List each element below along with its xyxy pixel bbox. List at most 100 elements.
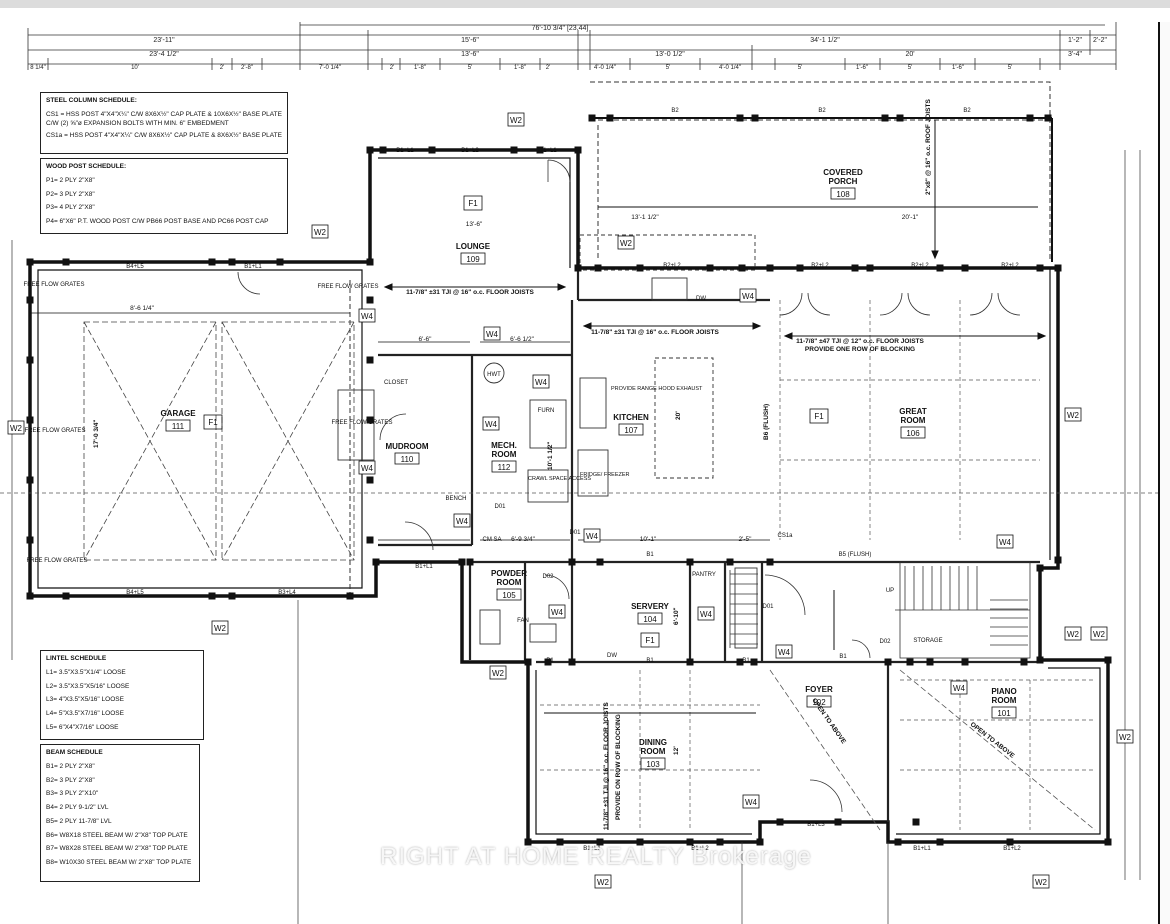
room-name: MUDROOM [385, 442, 428, 451]
wall-tag-w4-box [548, 604, 566, 619]
structural-post [1036, 264, 1044, 272]
cs1a-label: CS1a [777, 533, 793, 539]
structural-post [574, 146, 582, 154]
room-number-box [394, 452, 420, 465]
range-hood-note: PROVIDE RANGE HOOD EXHAUST [611, 386, 703, 392]
structural-post [766, 264, 774, 272]
structural-post [366, 416, 374, 424]
steel-column-schedule: STEEL COLUMN SCHEDULE: CS1 = HSS POST 4"… [40, 92, 288, 154]
beam-item: B4= 2 PLY 9-1/2" LVL [46, 804, 109, 812]
ffg-label-a: FREE FLOW GRATES [24, 282, 85, 288]
joist-note-lounge: 11-7/8" ±31 TJI @ 16" o.c. FLOOR JOISTS [406, 289, 534, 296]
wall-tag-w2: W2 [510, 116, 523, 125]
storage-label: STORAGE [913, 638, 942, 644]
dim-segment: 2'-8" [241, 65, 253, 71]
b6-flush-label: B6 (FLUSH) [763, 404, 770, 440]
f1-tag-great: F1 [814, 412, 824, 421]
porch-outline [349, 81, 1051, 600]
wall-tag-w2-box [7, 420, 25, 435]
room-number: 110 [401, 455, 414, 464]
dim-mid-a: 15'-6" [461, 37, 479, 44]
watermark: RIGHT AT HOME REALTY Brokerage [380, 843, 812, 870]
beam-b1-e: B1 [839, 654, 847, 660]
dim-segment: 5' [1008, 65, 1012, 71]
wall-tag-w2-box [617, 235, 635, 250]
dim-mid-b: 13'-6" [461, 51, 479, 58]
dim-kitchen: 20' [675, 411, 682, 420]
dim-mudroom-width: 6'-6" [419, 336, 433, 343]
wall-tag-w4-box [950, 680, 968, 695]
lintel-item: L3= 4"X3.5"X5/16" LOOSE [46, 696, 124, 704]
room-name: ROOM [641, 747, 666, 756]
structural-post [574, 264, 582, 272]
f1-tag-garage: F1 [208, 418, 218, 427]
room-number: 112 [498, 463, 511, 472]
dw-label-servery: DW [607, 653, 617, 659]
structural-post [1036, 564, 1044, 572]
beam-b2-c: B2 [963, 108, 971, 114]
wall-tag-w4-box [739, 288, 757, 303]
structural-post [636, 264, 644, 272]
room-number: 102 [812, 698, 826, 707]
dim-segment: 1'-6" [952, 65, 964, 71]
structural-post [568, 658, 576, 666]
ffg-label-c: FREE FLOW GRATES [25, 428, 86, 434]
room-number: 105 [502, 591, 516, 600]
lintel-item: L1= 3.5"X3.5"X1/4" LOOSE [46, 668, 126, 676]
dim-hall: 6'-9 3/4" [511, 536, 535, 543]
structural-post [596, 558, 604, 566]
wall-tag-w4-box [453, 513, 471, 528]
dim-segment: 1'-8" [514, 65, 526, 71]
kitchen-notes: PROVIDE RANGE HOOD EXHAUST FRIDGE/ FREEZ… [528, 386, 703, 482]
joist-note-porch: 2"x8" @ 16" o.c. ROOF JOISTS [925, 99, 932, 195]
beam-b1l1-dining: B1+L1 [583, 846, 601, 852]
garage-doors [83, 321, 355, 561]
structural-post [536, 146, 544, 154]
structural-post [726, 558, 734, 566]
steel-cs1a: CS1a = HSS POST 4"X4"X¼" C/W 8X6X½" CAP … [46, 132, 282, 140]
wall-tag-w4: W4 [999, 538, 1012, 547]
wall-tag-w4-box [532, 374, 550, 389]
room-number-box [637, 612, 663, 625]
wood-schedule-title: WOOD POST SCHEDULE: [46, 163, 127, 170]
structural-post [379, 146, 387, 154]
blocking-note-dining: PROVIDE ON ROW OF BLOCKING [615, 714, 622, 820]
dim-mech-width: 6'-6 1/2" [510, 336, 534, 343]
room-name: GARAGE [160, 409, 196, 418]
dw-label: DW [696, 296, 706, 302]
room-number-box [640, 757, 666, 770]
structural-post [751, 114, 759, 122]
wall-tag-w2: W2 [1067, 630, 1080, 639]
wall-tag-w2-box [1064, 626, 1082, 641]
structural-post [524, 658, 532, 666]
room-number-box [460, 252, 486, 265]
structural-post [866, 264, 874, 272]
beam-b2-b: B2 [818, 108, 826, 114]
structural-post [1006, 838, 1014, 846]
closet-label: CLOSET [384, 380, 408, 386]
room-number-box [900, 426, 926, 439]
wall-tag-w4-box [996, 534, 1014, 549]
room-name: POWDER [491, 569, 527, 578]
room-name: FOYER [805, 685, 833, 694]
wall-tag-w4: W4 [586, 532, 599, 541]
structural-post [1044, 114, 1052, 122]
wall-tag-w4: W4 [486, 330, 499, 339]
structural-post [62, 592, 70, 600]
wall-tag-w2: W2 [597, 878, 610, 887]
beam-b2l2-d: B2+L2 [1001, 263, 1019, 269]
joist-note-dining: 11-7/8" ±31 TJI @ 16" o.c. FLOOR JOISTS [603, 702, 610, 830]
room-number: 104 [643, 615, 657, 624]
wall-tag-w4-box [742, 794, 760, 809]
room-number: 101 [997, 709, 1011, 718]
open-to-above [769, 669, 1096, 831]
structural-post [834, 818, 842, 826]
dim-right-total: 34'-1 1/2" [810, 37, 840, 44]
structural-post [1036, 656, 1044, 664]
structural-post [26, 536, 34, 544]
room-name: COVERED [823, 168, 863, 177]
beam-item: B6= W8X18 STEEL BEAM W/ 2"X8" TOP PLATE [46, 831, 188, 839]
dim-mid-c: 13'-0 1/2" [655, 51, 685, 58]
beam-b1l2-dining: B1+L2 [691, 846, 709, 852]
structural-post [366, 258, 374, 266]
